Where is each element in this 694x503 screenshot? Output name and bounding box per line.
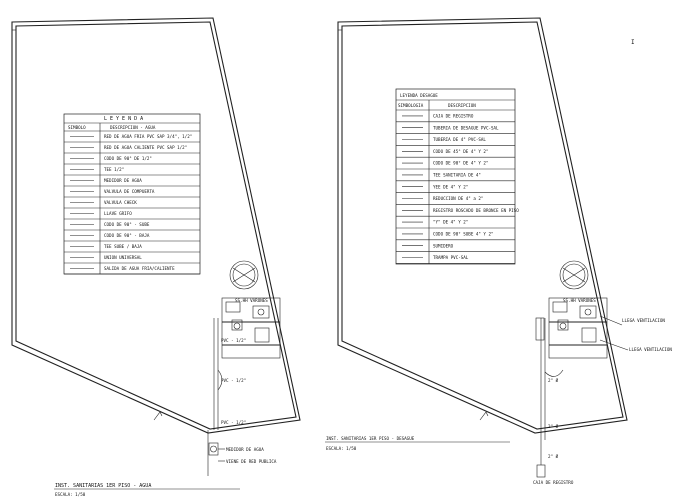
room-label-left: SS.HH VARONES (235, 298, 268, 303)
water-meter-symbol (208, 442, 225, 462)
supply-label: VIENE DE RED PUBLICA (226, 459, 277, 464)
direction-mark-right (479, 411, 489, 421)
vent-label-1: LLEGA VENTILACION (622, 318, 665, 323)
right-plan-title: INST. SANITARIAS 1ER PISO - DESAGUE (326, 436, 415, 441)
water-legend-title: L E Y E N D A (104, 116, 143, 122)
drain-row-label: CODO DE 90° DE 4" Y 2" (433, 161, 488, 166)
pipe-label-right-1: 2" Ø (548, 378, 559, 383)
water-legend-table: L E Y E N D A SIMBOLO DESCRIPCION - AGUA… (63, 113, 201, 275)
water-legend-col-desc: DESCRIPCION - AGUA (110, 125, 156, 130)
water-row-label: VALVULA DE COMPUERTA (104, 189, 155, 194)
pipe-label-left-2: PVC - 1/2" (221, 378, 246, 383)
pipe-label-right-3: 2" Ø (548, 454, 559, 459)
water-row-label: CODO DE 90° - SUBE (104, 222, 150, 227)
drain-row-label: TUBERIA DE DESAGUE PVC-SAL (433, 125, 499, 130)
water-row-label: CODO DE 90° - BAJA (104, 233, 150, 238)
vent-label-2: LLEGA VENTILACION (629, 347, 672, 352)
drain-row-label: CODO DE 45° DE 4" Y 2" (433, 149, 488, 154)
direction-mark-left (153, 411, 163, 421)
pipe-label-right-2: 2" Ø (548, 424, 559, 429)
corner-mark: I (631, 39, 635, 46)
room-label-right: SS.HH VARONES (563, 298, 596, 303)
bathroom-left (213, 297, 281, 430)
water-row-label: RED DE AGUA FRIA PVC SAP 3/4", 1/2" (104, 134, 192, 139)
right-floor-plan: SS.HH VARONES LLEGA VENTILACION LLEGA VE… (325, 17, 672, 485)
left-plan-title: INST. SANITARIAS 1ER PISO - AGUA (55, 483, 151, 489)
drainage-legend-col-desc: DESCRIPCION (448, 103, 476, 108)
bathroom-right (535, 297, 629, 440)
water-row-label: MEDIDOR DE AGUA (104, 178, 142, 183)
drain-row-label: TRAMPA PVC-SAL (433, 255, 469, 260)
left-plan-scale: ESCALA: 1/50 (55, 492, 86, 497)
registry-box-label: CAJA DE REGISTRO (533, 480, 574, 485)
water-row-label: TEE SUBE / BAJA (104, 244, 142, 249)
water-row-label: LLAVE GRIFO (104, 211, 132, 216)
registry-box-symbol (536, 464, 546, 478)
water-row-label: CODO DE 90° DE 1/2" (104, 156, 152, 161)
drain-row-label: YEE DE 4" Y 2" (433, 184, 468, 189)
meter-label: MEDIDOR DE AGUA (226, 447, 264, 452)
drain-row-label: REGISTRO ROSCADO DE BRONCE EN PISO (433, 208, 519, 213)
drainage-legend-title: LEYENDA DESAGUE (400, 93, 438, 98)
water-row-label: SALIDA DE AGUA FRIA/CALIENTE (104, 266, 175, 271)
drainage-legend-col-symbol: SIMBOLOGIA (398, 103, 424, 108)
drain-row-label: TUBERIA DE 4" PVC-SAL (433, 137, 486, 142)
drain-row-label: CAJA DE REGISTRO (433, 114, 474, 119)
water-row-label: UNION UNIVERSAL (104, 255, 142, 260)
drain-row-label: "Y" DE 4" Y 2" (433, 220, 468, 225)
left-floor-plan: SS.HH VARONES PVC - 1/2" PVC - 1/2" PVC … (11, 17, 301, 497)
water-row-label: VALVULA CHECK (104, 200, 137, 205)
water-row-label: RED DE AGUA CALIENTE PVC SAP 1/2" (104, 145, 187, 150)
pipe-label-left-1: PVC - 1/2" (221, 338, 246, 343)
right-plan-scale: ESCALA: 1/50 (326, 446, 357, 451)
tank-circle-left (229, 260, 259, 290)
pipe-label-left-3: PVC - 1/2" (221, 420, 246, 425)
drain-row-label: CODO DE 90° SUBE 4" Y 2" (433, 232, 494, 237)
drainage-legend-table: LEYENDA DESAGUE SIMBOLOGIA DESCRIPCION C… (395, 88, 519, 265)
drain-row-label: REDUCCION DE 4" a 2" (433, 196, 483, 201)
tank-circle-right (559, 260, 589, 290)
water-legend-col-symbol: SIMBOLO (68, 125, 86, 130)
drain-row-label: TEE SANITARIA DE 4" (433, 173, 481, 178)
drain-row-label: SUMIDERO (433, 243, 454, 248)
water-row-label: TEE 1/2" (104, 167, 124, 172)
